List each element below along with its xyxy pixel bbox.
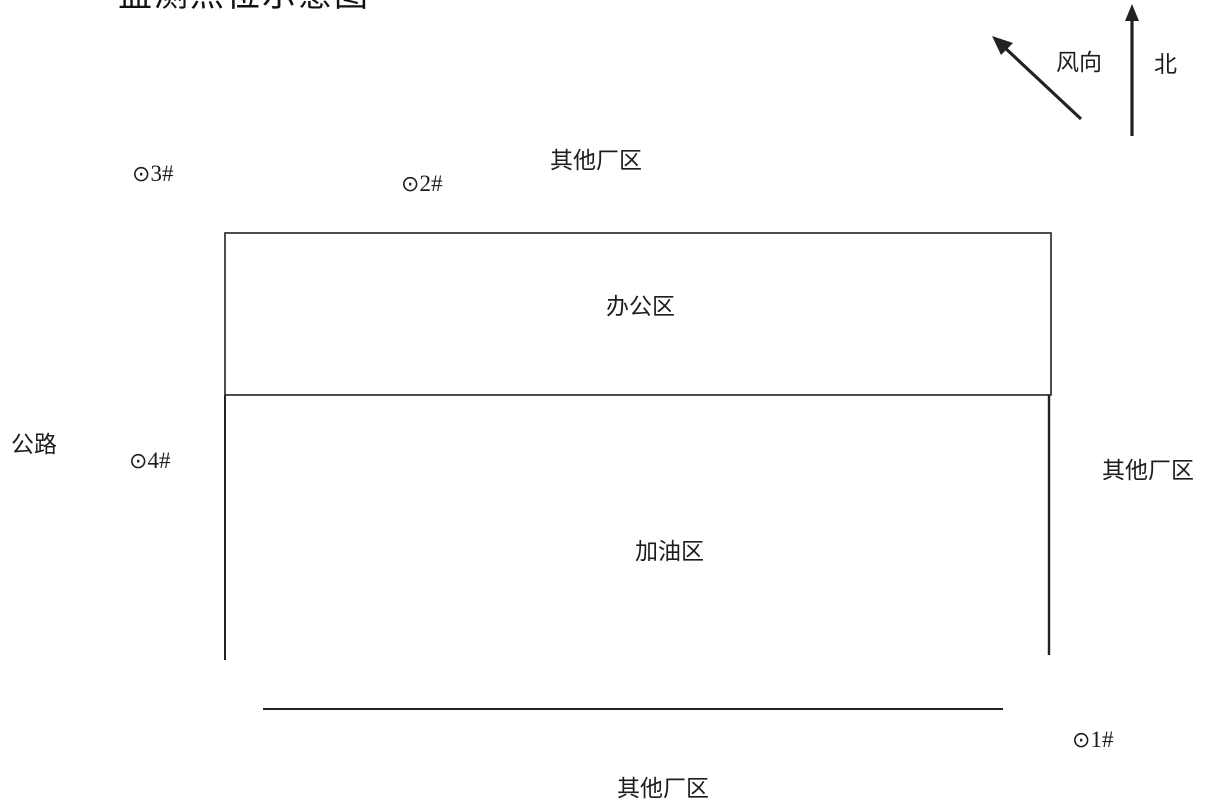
monitoring-point-2: ⊙2# bbox=[401, 172, 442, 196]
monitoring-point-4-label: 4# bbox=[147, 448, 171, 473]
road-label: 公路 bbox=[11, 432, 57, 458]
monitoring-point-1: ⊙1# bbox=[1072, 728, 1113, 752]
page-title-text: 监测点位示意图 bbox=[118, 0, 618, 10]
north-arrow bbox=[1125, 4, 1139, 136]
other-plant-south-label: 其他厂区 bbox=[617, 776, 709, 802]
north-label: 北 bbox=[1154, 52, 1177, 78]
monitoring-point-3-label: 3# bbox=[150, 161, 174, 186]
monitoring-point-2-label: 2# bbox=[419, 171, 443, 196]
other-plant-north-label: 其他厂区 bbox=[550, 148, 642, 174]
office-zone-label: 办公区 bbox=[606, 294, 675, 320]
office-zone-outline bbox=[224, 232, 1052, 396]
monitoring-point-marker-icon: ⊙ bbox=[401, 172, 420, 197]
page-title: 监测点位示意图 bbox=[118, 0, 618, 10]
wind-direction-label: 风向 bbox=[1056, 50, 1102, 76]
monitoring-point-marker-icon: ⊙ bbox=[129, 449, 148, 474]
monitoring-point-marker-icon: ⊙ bbox=[1072, 728, 1091, 753]
fueling-zone-label: 加油区 bbox=[635, 539, 704, 565]
monitoring-point-1-label: 1# bbox=[1090, 727, 1114, 752]
monitoring-point-3: ⊙3# bbox=[132, 162, 173, 186]
other-plant-east-label: 其他厂区 bbox=[1102, 458, 1194, 484]
monitoring-point-marker-icon: ⊙ bbox=[132, 162, 151, 187]
monitoring-point-4: ⊙4# bbox=[129, 449, 170, 473]
wind-direction-arrow bbox=[992, 36, 1083, 121]
